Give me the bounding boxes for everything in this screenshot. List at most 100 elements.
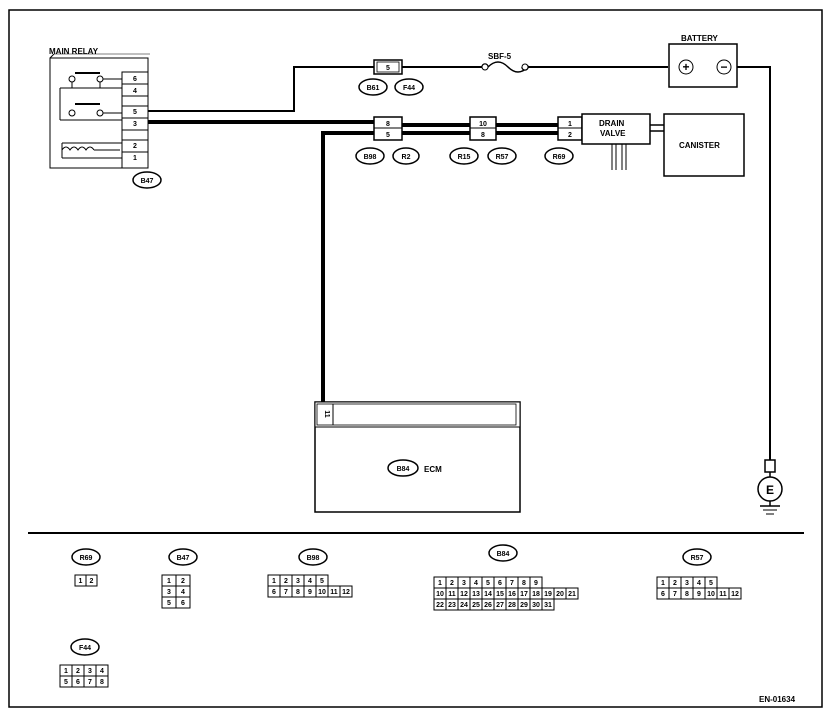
canister-label: CANISTER: [679, 141, 720, 150]
b61-f44-pin: 5: [386, 65, 390, 72]
face-f44-pin-7: 7: [88, 679, 92, 686]
ground-label: E: [766, 483, 774, 497]
face-b84-pin-30: 30: [532, 602, 540, 609]
face-b84-pin-20: 20: [556, 591, 564, 598]
drain-valve-label-2: VALVE: [600, 129, 626, 138]
face-f44-cell: [95, 675, 109, 688]
fuse-terminal-left: [481, 63, 489, 71]
face-b98-pin-4: 4: [308, 578, 312, 585]
face-tag-r57: R57: [691, 555, 704, 562]
face-b84-pin-17: 17: [520, 591, 528, 598]
relay-pin-2: 2: [133, 143, 137, 150]
ecm-pin-11: 11: [323, 410, 330, 418]
tag-r69: R69: [553, 154, 566, 161]
wires: [148, 66, 771, 460]
main-relay-label: MAIN RELAY: [49, 47, 99, 56]
face-b98-pin-2: 2: [284, 578, 288, 585]
face-b98-pin-11: 11: [330, 589, 338, 596]
face-b98-pin-6: 6: [272, 589, 276, 596]
tag-b98: B98: [364, 154, 377, 161]
face-b84-pin-11: 11: [448, 591, 456, 598]
ecm-connector-strip: [314, 401, 521, 428]
face-tag-b47-oval: [168, 548, 198, 566]
face-b84-pin-13: 13: [472, 591, 480, 598]
canister: [663, 113, 745, 177]
tag-r2: R2: [402, 154, 411, 161]
face-b84-pin-6: 6: [498, 580, 502, 587]
face-b47-pin-6: 6: [181, 600, 185, 607]
face-b98-pin-9: 9: [308, 589, 312, 596]
face-b84-pin-18: 18: [532, 591, 540, 598]
face-b84-pin-10: 10: [436, 591, 444, 598]
battery-plus-sign: +: [682, 60, 689, 74]
drain-valve-pipe: [611, 144, 627, 170]
face-b84-pin-23: 23: [448, 602, 456, 609]
battery-plus-terminal: [678, 59, 694, 75]
face-b84-pin-2: 2: [450, 580, 454, 587]
face-r57-pin-5: 5: [709, 580, 713, 587]
face-b98-pin-8: 8: [296, 589, 300, 596]
b98-r2-pin-top: 8: [386, 121, 390, 128]
face-tag-f44-oval: [70, 638, 100, 656]
face-tag-r57-oval: [682, 548, 712, 566]
relay-pin-1: 1: [133, 155, 137, 162]
face-r69-pin-1: 1: [79, 578, 83, 585]
face-b84-pin-16: 16: [508, 591, 516, 598]
ecm-label: ECM: [424, 465, 442, 474]
fuse-sbf5: [481, 61, 529, 73]
tag-b98-oval: [355, 147, 385, 165]
face-r57-pin-11: 11: [719, 591, 727, 598]
r69-pin-1: 1: [568, 121, 572, 128]
face-b98-pin-3: 3: [296, 578, 300, 585]
drain-valve: [581, 113, 651, 145]
face-b47-cell: [175, 596, 191, 609]
tag-b61-oval: [358, 78, 388, 96]
tag-f44: F44: [403, 85, 415, 92]
tag-r15-oval: [449, 147, 479, 165]
face-b98-pin-7: 7: [284, 589, 288, 596]
fuse-terminal-right: [521, 63, 529, 71]
tag-b84-oval: [387, 459, 419, 477]
face-b84-pin-4: 4: [474, 580, 478, 587]
face-b84-pin-27: 27: [496, 602, 504, 609]
face-b84-pin-8: 8: [522, 580, 526, 587]
tag-b47: B47: [141, 178, 154, 185]
face-f44-pin-5: 5: [64, 679, 68, 686]
face-f44-pin-2: 2: [76, 668, 80, 675]
face-r57-pin-7: 7: [673, 591, 677, 598]
face-b84-pin-3: 3: [462, 580, 466, 587]
face-b98-pin-12: 12: [342, 589, 350, 596]
face-r57-pin-9: 9: [697, 591, 701, 598]
diagram-code: EN-01634: [759, 695, 796, 704]
diagram-frame: [8, 9, 823, 708]
face-f44-pin-1: 1: [64, 668, 68, 675]
face-b84-pin-15: 15: [496, 591, 504, 598]
face-r57-pin-4: 4: [697, 580, 701, 587]
face-tag-b84: B84: [497, 551, 510, 558]
tag-b61: B61: [367, 85, 380, 92]
face-f44-pin-6: 6: [76, 679, 80, 686]
tag-r15: R15: [458, 154, 471, 161]
drain-valve-label-1: DRAIN: [599, 119, 625, 128]
face-b47-pin-2: 2: [181, 578, 185, 585]
r15-r57-pin-top: 10: [479, 121, 487, 128]
face-b84-pin-5: 5: [486, 580, 490, 587]
face-b98-pin-5: 5: [320, 578, 324, 585]
tag-r57: R57: [496, 154, 509, 161]
face-r69-cell: [85, 574, 98, 587]
face-r57-pin-1: 1: [661, 580, 665, 587]
r69-pin-2: 2: [568, 132, 572, 139]
face-tag-b47: B47: [177, 555, 190, 562]
face-f44-pin-8: 8: [100, 679, 104, 686]
face-r57-pin-10: 10: [707, 591, 715, 598]
tag-b47-oval: [132, 171, 162, 189]
connector-b61-f44-pin-frame: [376, 61, 400, 73]
face-tag-r69: R69: [80, 555, 93, 562]
battery-minus-terminal: [716, 59, 732, 75]
face-b98-pin-1: 1: [272, 578, 276, 585]
face-tag-b98: B98: [307, 555, 320, 562]
face-b98-pin-10: 10: [318, 589, 326, 596]
relay-pin-5: 5: [133, 109, 137, 116]
face-b84-pin-12: 12: [460, 591, 468, 598]
